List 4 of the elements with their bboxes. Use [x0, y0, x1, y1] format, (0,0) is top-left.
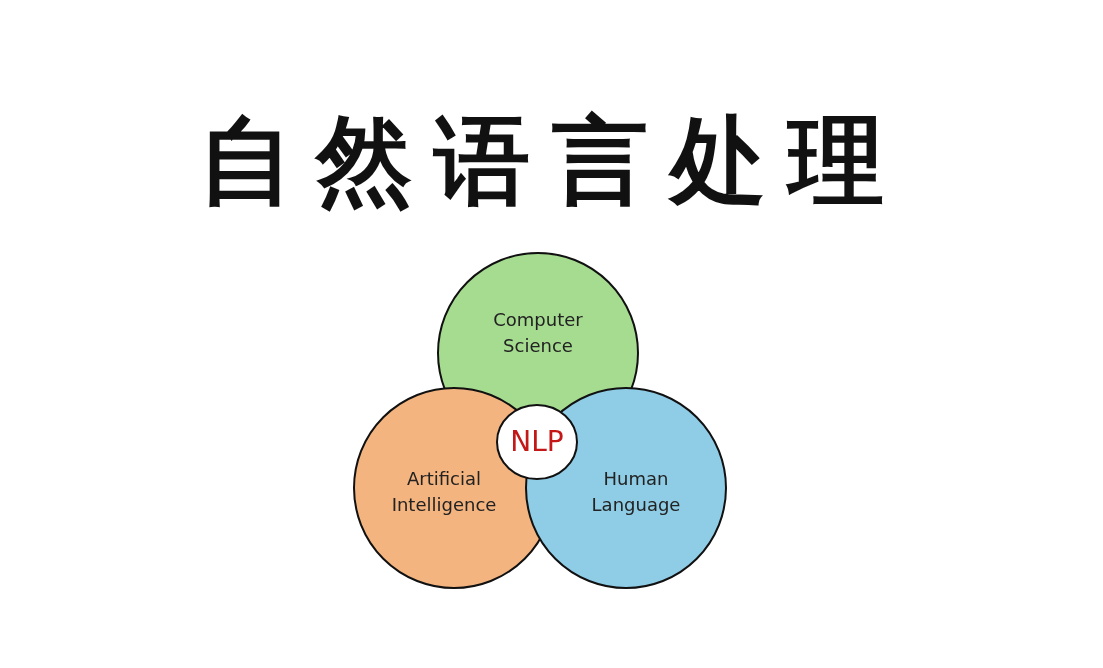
title: 自然语言处理	[196, 103, 907, 219]
circle-label: Human Language	[581, 466, 691, 518]
circle-label: Computer Science	[483, 307, 593, 359]
circle-label: Artificial Intelligence	[389, 466, 499, 518]
